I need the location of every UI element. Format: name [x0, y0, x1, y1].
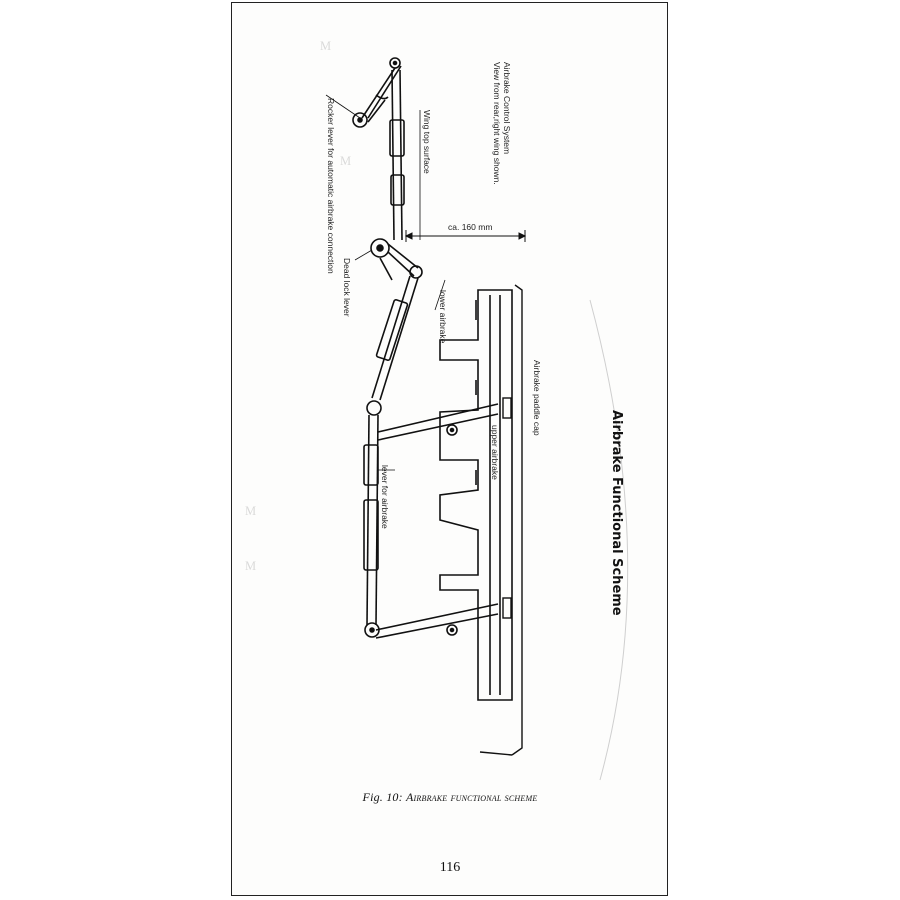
dimension-label: ca. 160 mm — [448, 222, 492, 232]
dead-lock-lever-label: Dead lock lever — [342, 258, 352, 317]
airbrake-blades — [439, 289, 513, 701]
svg-text:M: M — [320, 39, 331, 53]
caption-text: Airbrake functional scheme — [406, 790, 538, 804]
figure-caption: Fig. 10: Airbrake functional scheme — [0, 790, 900, 805]
upper-airbrake-label: upper airbrake — [490, 425, 500, 480]
paddle-cap — [479, 284, 523, 756]
page-number: 116 — [439, 860, 461, 875]
dead-lock-lever — [370, 238, 423, 281]
airbrake-lever — [363, 400, 382, 638]
rocker-lever — [352, 57, 402, 128]
leader-lines — [325, 94, 446, 471]
bleed-through-text: M M M M — [245, 39, 629, 781]
push-rod — [389, 69, 405, 241]
airbrake-arms — [375, 403, 499, 639]
svg-text:M: M — [245, 504, 256, 518]
view-note-label: View from rear,right wing shown. — [492, 62, 502, 185]
connecting-link — [371, 275, 419, 401]
wing-top-surface-label: Wing top surface — [422, 110, 432, 174]
diagram-title: Airbrake Functional Scheme — [609, 410, 624, 616]
svg-text:M: M — [245, 559, 256, 573]
lever-for-airbrake-label: lever for airbrake — [380, 465, 390, 529]
page-frame — [231, 2, 668, 896]
lower-airbrake-label: lower airbrake — [438, 290, 448, 344]
caption-prefix: Fig. 10: — [362, 790, 407, 804]
dimension-line — [404, 230, 527, 242]
svg-text:M: M — [340, 154, 351, 168]
control-system-label: Airbrake Control System — [502, 62, 512, 154]
paddle-cap-label: Airbrake paddle cap — [532, 360, 542, 436]
rocker-lever-label: Rocker lever for automatic airbrake conn… — [326, 98, 336, 274]
